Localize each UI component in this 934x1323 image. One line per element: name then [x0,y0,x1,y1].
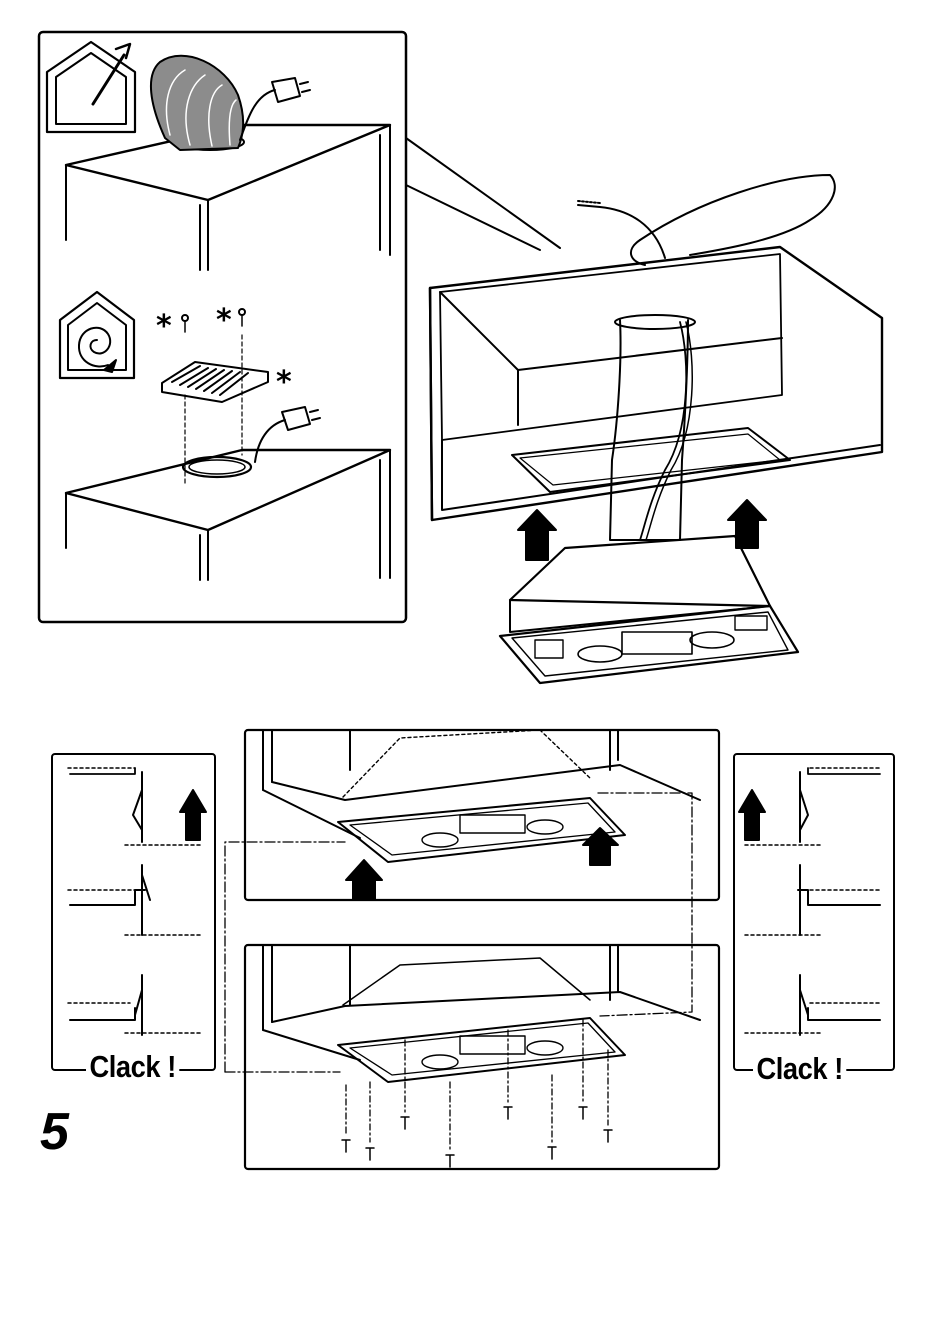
power-plug [240,78,310,140]
house-spiral-icon [60,292,134,378]
flexible-duct [151,56,243,150]
carbon-filter [162,362,268,402]
arrow-up-icon [728,500,766,548]
screw-icon [239,309,245,326]
latch-detail-right [734,754,894,1070]
house-arrow-up-icon [47,42,135,132]
callout-line [406,185,540,250]
connector-line [598,793,692,1016]
clack-label-right: Clack ! [753,1052,846,1086]
optional-marker: * [216,306,232,336]
latch-detail-left [52,754,215,1070]
optional-marker: * [156,312,172,342]
screw-icon [342,1107,612,1167]
screw-icon [182,315,188,332]
step-number: 5 [40,1104,69,1160]
insert-panel-before [245,730,719,900]
insert-panel-after [245,945,719,1169]
arrow-up-icon [518,510,556,560]
callout-line [406,138,560,248]
inset-panel [39,32,560,622]
clack-label-left: Clack ! [86,1050,179,1084]
hood-cabinet-assembly [430,175,882,683]
cabinet-top-recirculation [66,407,390,580]
optional-marker: * [276,368,292,398]
